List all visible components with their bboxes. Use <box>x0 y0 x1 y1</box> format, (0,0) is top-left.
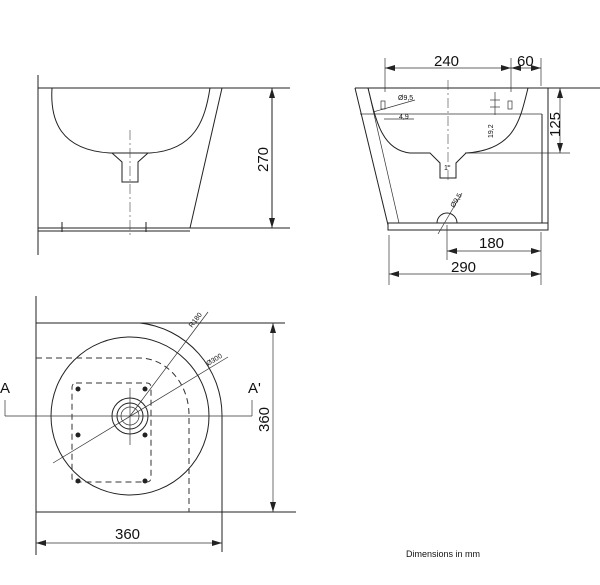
hole-diameter-top-label: Ø9,5 <box>398 95 413 102</box>
section-start-label: A <box>0 380 10 397</box>
plan-view: R180 Ø300 A A' 360 360 <box>0 296 296 555</box>
front-height-label: 270 <box>255 147 272 172</box>
hole-diameter-bottom-label: Ø9,5 <box>450 192 464 209</box>
plan-width-label: 360 <box>115 526 140 543</box>
top-width-label: 240 <box>434 53 459 70</box>
hole-offset-label: 4,9 <box>399 114 409 121</box>
front-view: 270 <box>37 75 290 255</box>
plan-depth-label: 360 <box>256 407 273 432</box>
hole-height-label: 19,2 <box>488 124 495 138</box>
dimensions-note: Dimensions in mm <box>406 549 481 559</box>
drain-angle-label: 1° <box>444 164 451 172</box>
side-view: Ø9,5 4,9 19,2 1° Ø9,5 240 60 125 180 290 <box>354 53 600 285</box>
offset-label: 60 <box>517 53 534 70</box>
base-290-label: 290 <box>451 259 476 276</box>
section-end-label: A' <box>248 380 261 397</box>
base-180-label: 180 <box>479 235 504 252</box>
depth-125-label: 125 <box>547 112 564 137</box>
